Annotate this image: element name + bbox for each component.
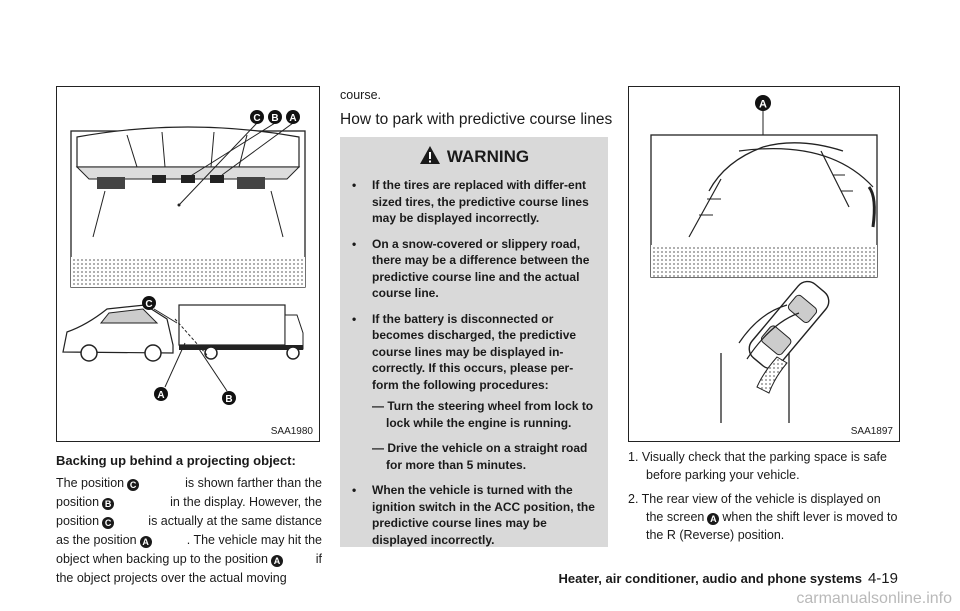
figure-code-right: SAA1897	[850, 426, 893, 437]
page-number: 4-19	[867, 570, 898, 587]
right-steps: 1. Visually check that the parking space…	[628, 448, 900, 550]
marker-a-icon: A	[707, 513, 720, 525]
warning-header: WARNING	[340, 145, 608, 167]
sub-step: — Drive the vehicle on a straight road f…	[372, 441, 588, 472]
p-text: if	[315, 552, 322, 566]
warning-item-text: On a snow-covered or slippery road, ther…	[372, 236, 590, 301]
rear-view-figure-right: A SAA1897	[628, 86, 900, 442]
bullet: •	[352, 311, 357, 326]
bullet: •	[352, 178, 357, 192]
section-caption: Backing up behind a projecting object:	[56, 453, 296, 468]
continuation-text: course.	[340, 88, 381, 102]
svg-text:B: B	[271, 113, 278, 124]
figure-code-left: SAA1980	[270, 426, 313, 437]
backing-up-illustration: C B A C A B	[62, 110, 306, 405]
step-text: when the shift lever is moved to the R (…	[646, 510, 898, 542]
rear-view-figure-left: C B A C A B SAA1980	[56, 86, 320, 442]
svg-text:C: C	[145, 299, 152, 310]
p-text: in the display. However, the	[170, 495, 322, 509]
sub-step: — Turn the steering wheel from lock to l…	[372, 399, 594, 430]
svg-text:A: A	[157, 390, 164, 401]
footer-section: Heater, air conditioner, audio and phone…	[558, 571, 862, 586]
svg-text:A: A	[289, 113, 296, 124]
section-heading: How to park with predictive course lines	[340, 111, 613, 128]
warning-triangle-icon	[419, 146, 440, 164]
marker-a-icon: A	[139, 536, 152, 548]
warning-item: • On a snow-covered or slippery road, the…	[352, 236, 598, 302]
p-text: is actually at the same distance	[148, 514, 322, 528]
svg-text:C: C	[253, 113, 260, 124]
bullet: •	[352, 483, 357, 497]
p-text: as the position	[56, 533, 137, 547]
svg-text:B: B	[225, 394, 232, 405]
warning-item-text: When the vehicle is turned with the igni…	[372, 483, 595, 547]
p-text: The position	[56, 476, 125, 490]
warning-item-text: If the battery is disconnected or become…	[372, 311, 577, 392]
bullet: •	[352, 236, 357, 251]
p-text: object when backing up to the position	[56, 552, 268, 566]
p-text: is shown farther than the	[185, 476, 322, 490]
p-text: position	[56, 495, 100, 509]
marker-a-icon: A	[270, 555, 283, 567]
warning-item: • If the battery is disconnected or becom…	[352, 311, 598, 474]
marker-c-icon: C	[127, 479, 140, 491]
p-text: . The vehicle may hit the	[186, 533, 322, 547]
page-footer: Heater, air conditioner, audio and phone…	[559, 570, 898, 587]
p-text: the object projects over the actual movi…	[56, 571, 287, 585]
marker-c-icon: C	[102, 517, 115, 529]
warning-list: • If the tires are replaced with differ-e…	[340, 177, 608, 548]
step-text: 2. The rear view of the vehicle is displ…	[628, 492, 881, 506]
warning-item: • If the tires are replaced with differ-e…	[352, 177, 598, 227]
warning-item: • When the vehicle is turned with the ign…	[352, 482, 598, 548]
parking-illustration: A	[650, 95, 878, 423]
step-item: 1. Visually check that the parking space…	[628, 450, 887, 482]
p-text: position	[56, 514, 100, 528]
watermark: carmanualsonline.info	[796, 590, 952, 607]
warning-box: WARNING • If the tires are replaced with …	[340, 137, 608, 547]
step-item: 2. The rear view of the vehicle is displ…	[628, 490, 900, 544]
svg-text:A: A	[759, 99, 767, 111]
sub-steps: — Turn the steering wheel from lock to l…	[372, 398, 598, 473]
step-text: the screen	[646, 510, 705, 524]
warning-item-text: If the tires are replaced with differ-en…	[372, 178, 589, 225]
warning-title: WARNING	[446, 147, 530, 166]
marker-b-icon: B	[102, 498, 115, 510]
